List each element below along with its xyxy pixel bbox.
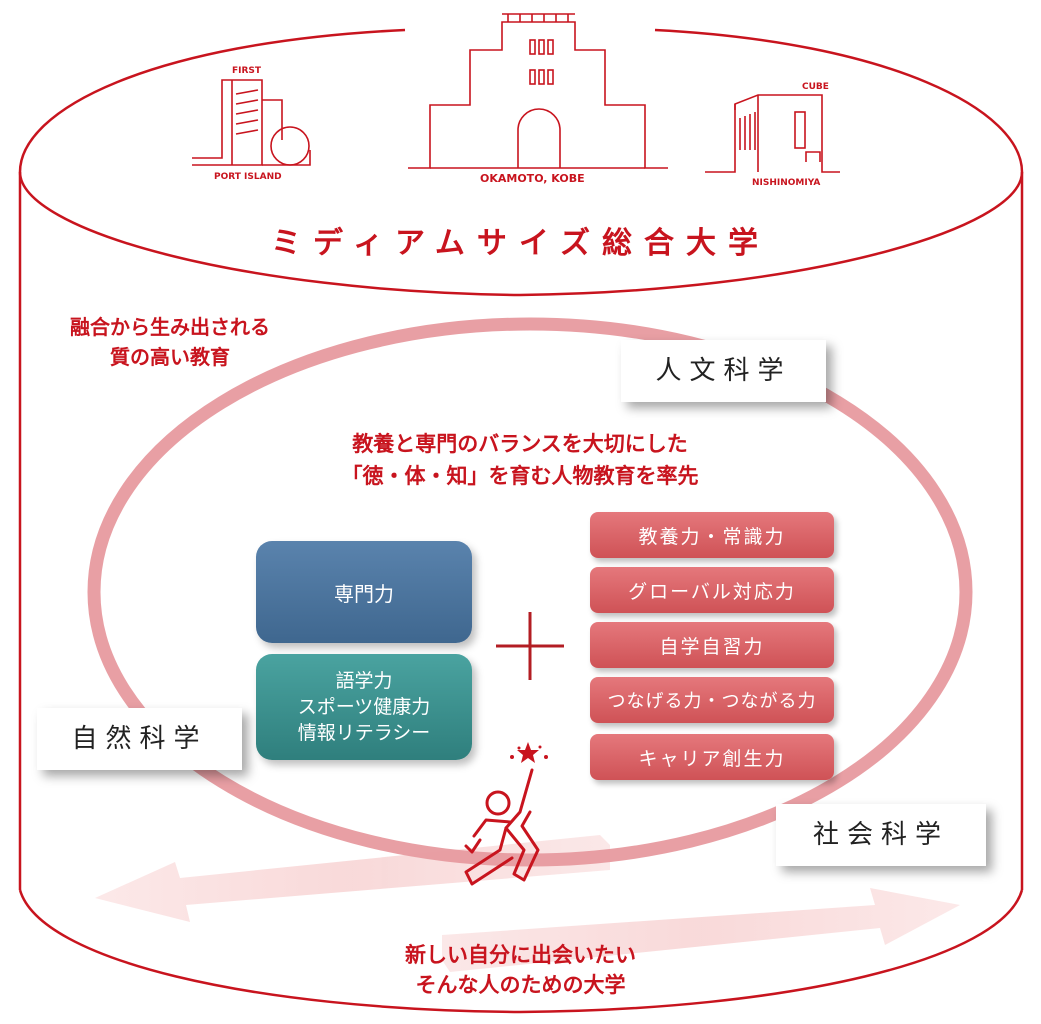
skill-box-connect: つなげる力・つながる力 xyxy=(590,677,834,723)
general-skill-line-2: スポーツ健康力 xyxy=(297,696,431,718)
humanities-label: 人文科学 xyxy=(621,340,826,402)
general-skill-box: 語学力 スポーツ健康力 情報リテラシー xyxy=(256,654,472,760)
disciplines-ring xyxy=(87,317,973,867)
motto-line-2: 「徳・体・知」を育む人物教育を率先 xyxy=(341,464,699,488)
arrow-left-up xyxy=(95,835,610,922)
campus-nishinomiya-label: NISHINOMIYA xyxy=(752,178,821,188)
cta-line-1: 新しい自分に出会いたい xyxy=(405,943,636,967)
nishinomiya-building-icon xyxy=(705,94,840,173)
stars-icon xyxy=(510,742,548,763)
skill-box-self-study: 自学自習力 xyxy=(590,622,834,668)
cylinder-top-left-arc xyxy=(18,28,1024,297)
arrow-right-down xyxy=(442,888,960,972)
skill-label: つなげる力・つながる力 xyxy=(607,691,817,712)
skill-label: 教養力・常識力 xyxy=(638,525,786,548)
campus-cube-label: CUBE xyxy=(802,82,829,92)
skill-label: キャリア創生力 xyxy=(638,747,786,770)
campus-first-label: FIRST xyxy=(232,66,262,76)
university-title: ミディアムサイズ総合大学 xyxy=(271,226,770,261)
natural-science-label: 自然科学 xyxy=(37,708,242,770)
lead-line-2: 質の高い教育 xyxy=(110,345,230,369)
specialty-skill-box: 専門力 xyxy=(256,541,472,643)
general-skill-line-1: 語学力 xyxy=(335,670,393,692)
lead-text: 融合から生み出される 質の高い教育 xyxy=(30,312,310,372)
plus-icon xyxy=(496,612,564,680)
port-island-building-icon xyxy=(192,79,311,166)
skill-label: グローバル対応力 xyxy=(628,580,796,603)
skill-box-career: キャリア創生力 xyxy=(590,734,834,780)
campus-okamoto-label: OKAMOTO, KOBE xyxy=(480,172,585,185)
lead-line-1: 融合から生み出される xyxy=(70,315,270,339)
motto-line-1: 教養と専門のバランスを大切にした xyxy=(352,432,688,456)
cylinder-bottom-arc xyxy=(18,889,1024,1014)
specialty-skill-label: 専門力 xyxy=(334,581,394,606)
person-running-icon xyxy=(464,768,540,886)
general-skill-line-3: 情報リテラシー xyxy=(297,722,431,744)
campus-port-island-label: PORT ISLAND xyxy=(214,172,282,182)
okamoto-building-icon xyxy=(408,13,668,169)
cta-line-2: そんな人のための大学 xyxy=(415,973,626,997)
skill-label: 自学自習力 xyxy=(659,635,765,658)
call-to-action: 新しい自分に出会いたい そんな人のための大学 xyxy=(0,940,1041,1000)
skill-box-liberal-arts: 教養力・常識力 xyxy=(590,512,834,558)
education-motto: 教養と専門のバランスを大切にした 「徳・体・知」を育む人物教育を率先 xyxy=(270,428,770,492)
skill-box-global: グローバル対応力 xyxy=(590,567,834,613)
cylinder-outline xyxy=(18,28,1024,1014)
social-science-label: 社会科学 xyxy=(776,804,986,866)
